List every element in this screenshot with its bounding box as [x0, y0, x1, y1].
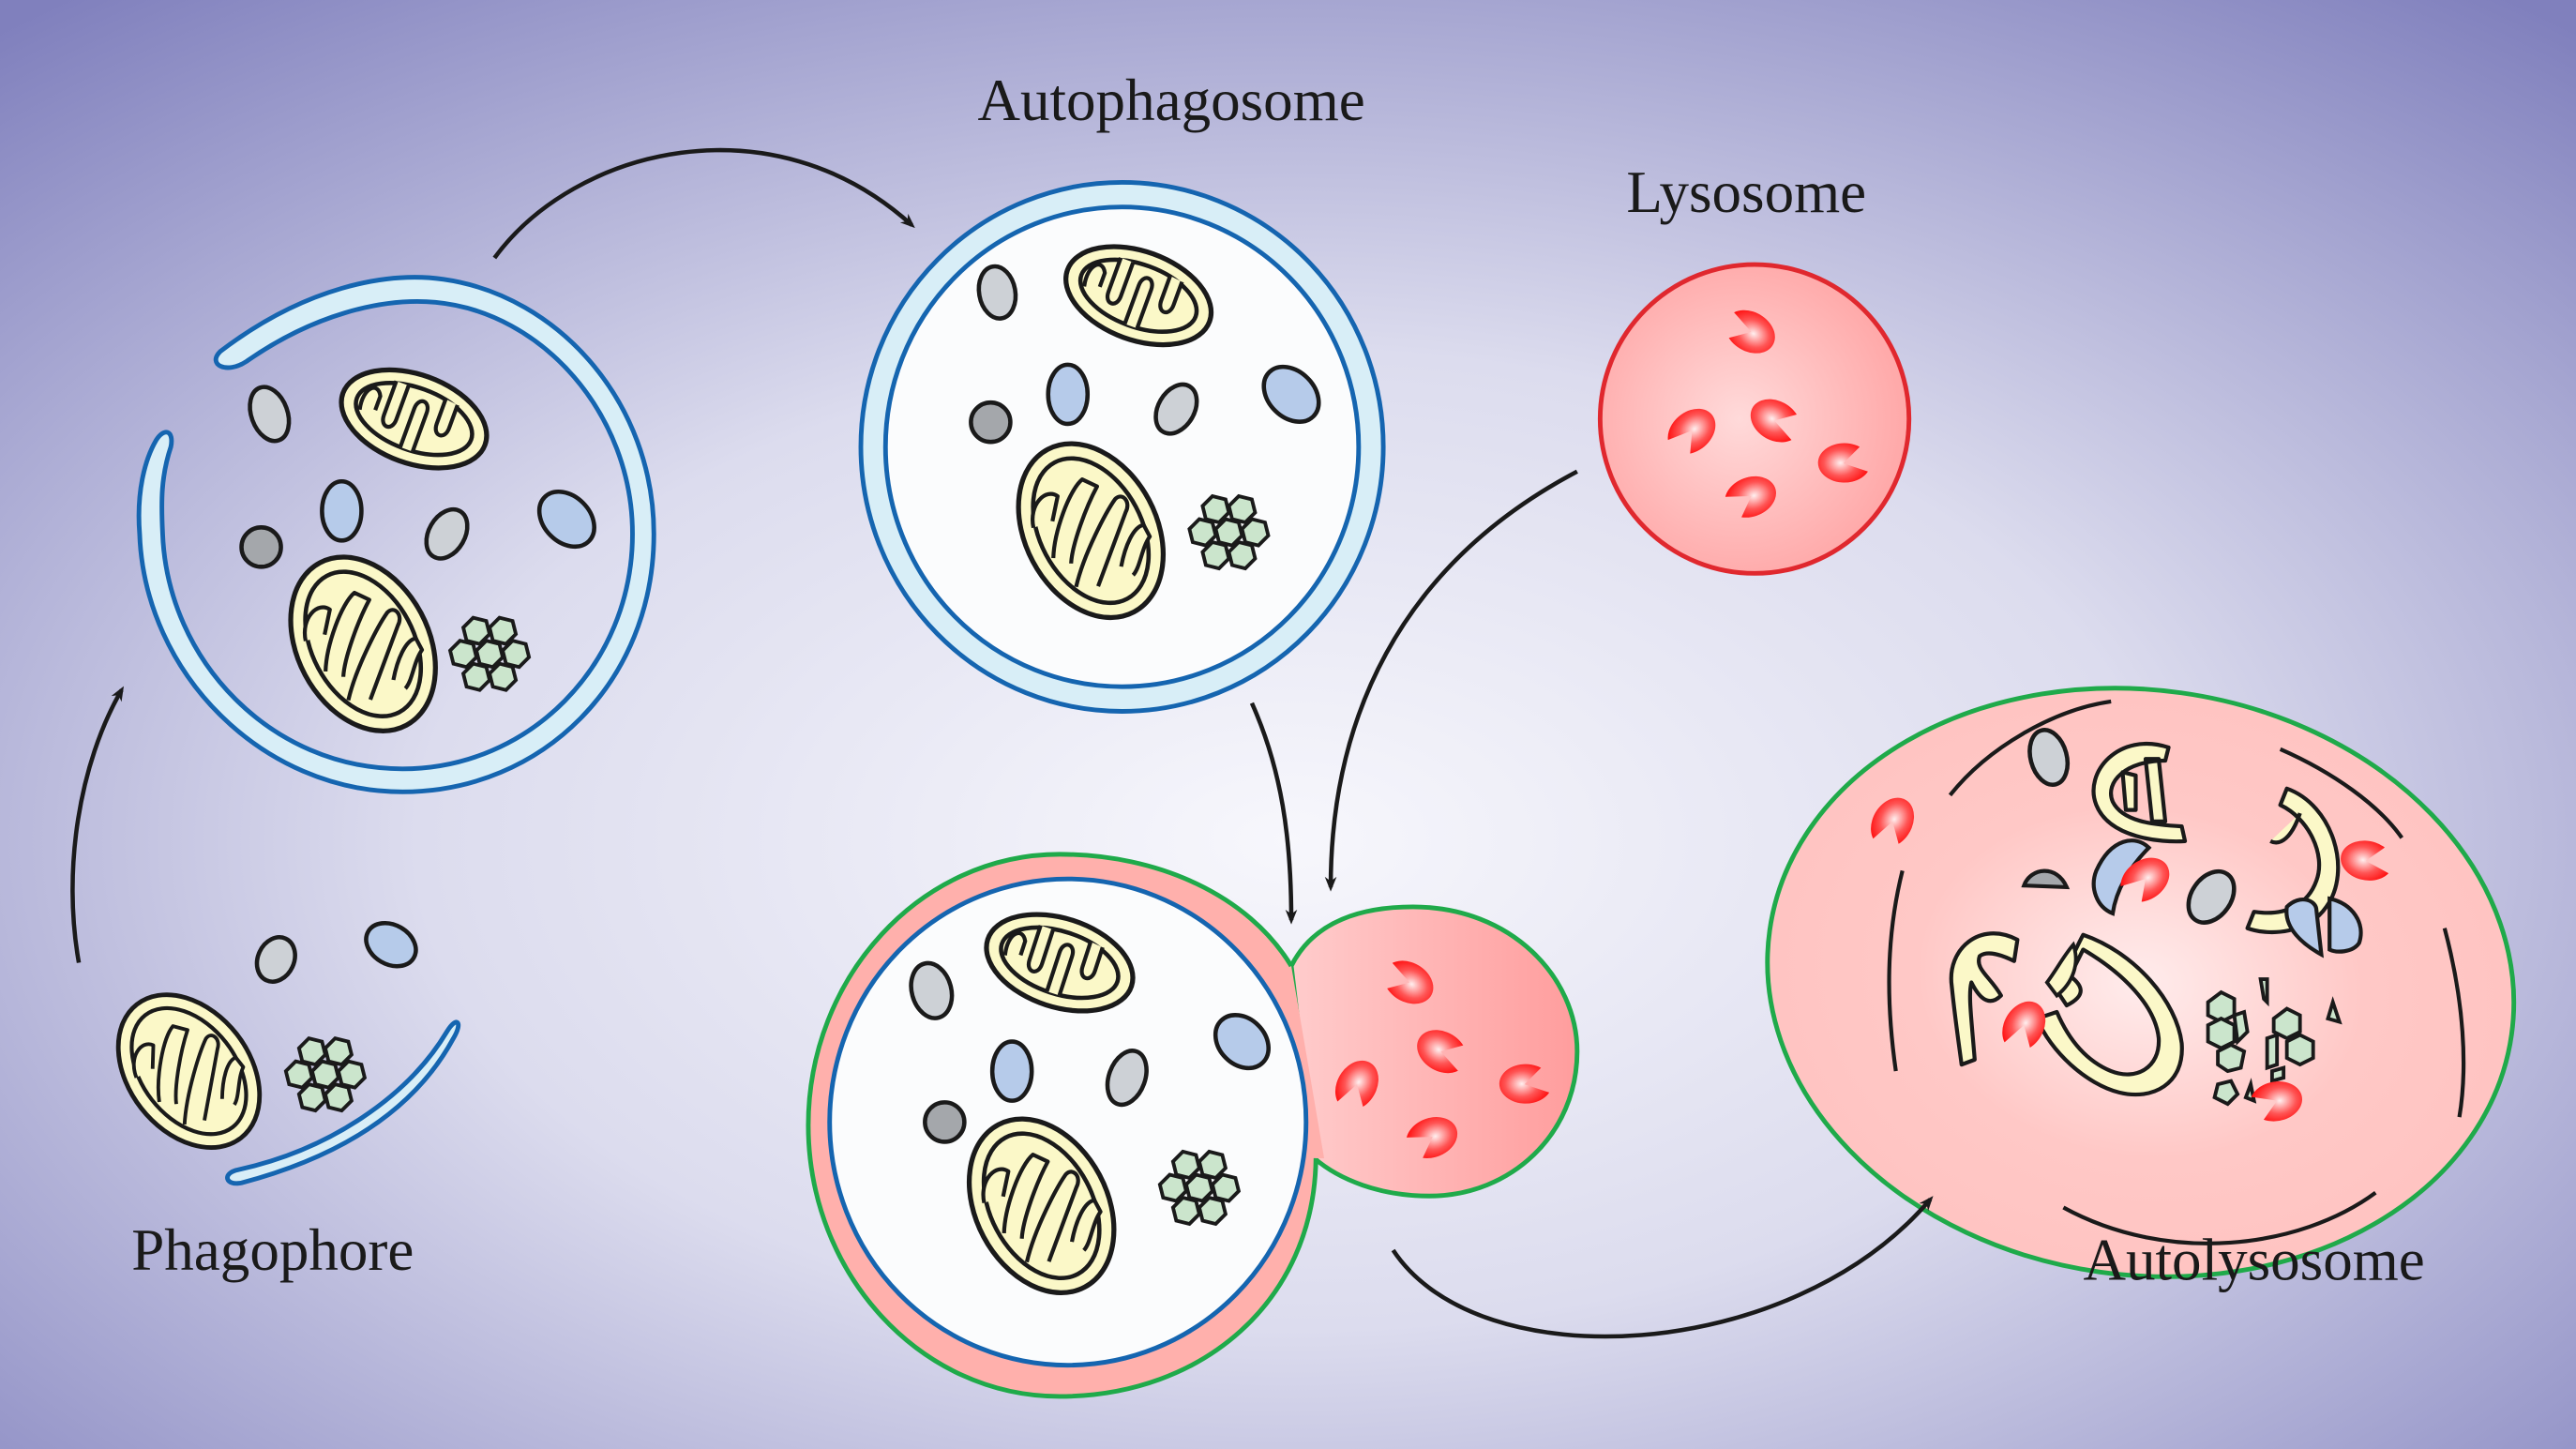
vesicle-blue-icon — [1261, 364, 1321, 424]
vesicle-fragment-icon — [2284, 898, 2324, 958]
vesicle-blue-icon — [364, 920, 418, 969]
phagophore-membrane — [136, 275, 656, 794]
degraded-inner-membrane — [1887, 699, 2466, 1245]
phagophore-expanding — [136, 275, 656, 794]
mitochondrion-fragment-icon — [2035, 932, 2184, 1097]
phagophore-forming — [89, 920, 461, 1186]
vesicle-dark-gray-icon — [239, 525, 283, 569]
vesicle-gray-icon — [1105, 1049, 1149, 1108]
arrow-lysosome-to-fusion — [1324, 469, 1578, 892]
vesicle-gray-icon — [248, 385, 292, 444]
lysosome — [1597, 262, 1912, 576]
vesicle-gray-icon — [424, 506, 470, 561]
label-phagophore: Phagophore — [131, 1217, 414, 1283]
arrow-forming-to-expanding — [70, 686, 125, 963]
label-lysosome: Lysosome — [1626, 159, 1866, 225]
arrow-fusion-to-autolysosome — [1391, 1196, 1934, 1339]
mitochondrion-fragment-icon — [1949, 931, 2020, 1067]
flow-arrows — [70, 147, 1934, 1339]
vesicle-gray-icon — [1153, 382, 1199, 436]
mitochondrion-fragment-icon — [2245, 786, 2341, 934]
mitochondrion-fragment-icon — [2044, 941, 2078, 999]
vesicle-gray-icon — [254, 935, 297, 984]
vesicle-gray-icon — [976, 264, 1018, 321]
autolysosome — [1765, 686, 2517, 1279]
vesicle-fragment-icon — [2327, 896, 2363, 954]
vesicle-blue-icon — [1046, 362, 1091, 427]
vesicle-dark-gray-icon — [969, 400, 1013, 445]
vesicle-fragment-icon — [2021, 868, 2071, 890]
vesicle-gray-icon — [2027, 728, 2071, 788]
vesicle-blue-icon — [320, 478, 364, 543]
label-autophagosome: Autophagosome — [977, 68, 1364, 133]
vesicle-blue-icon — [1213, 1013, 1271, 1071]
autophagosome — [858, 179, 1386, 714]
vesicle-gray-icon — [909, 960, 955, 1020]
arrow-autophagosome-to-fusion — [1249, 702, 1298, 925]
label-autolysosome: Autolysosome — [2083, 1228, 2424, 1293]
arrow-phagophore-to-autophagosome — [492, 147, 915, 260]
fusion-stage — [806, 852, 1580, 1399]
vesicle-gray-icon — [2186, 868, 2237, 925]
vesicle-blue-icon — [536, 490, 596, 550]
phagophore-membrane-small — [225, 1019, 461, 1186]
vesicle-blue-icon — [989, 1039, 1034, 1103]
mitochondrion-fragment-icon — [2091, 741, 2188, 844]
fusion-outer-outline — [806, 852, 1318, 1399]
vesicle-dark-gray-icon — [923, 1100, 967, 1144]
